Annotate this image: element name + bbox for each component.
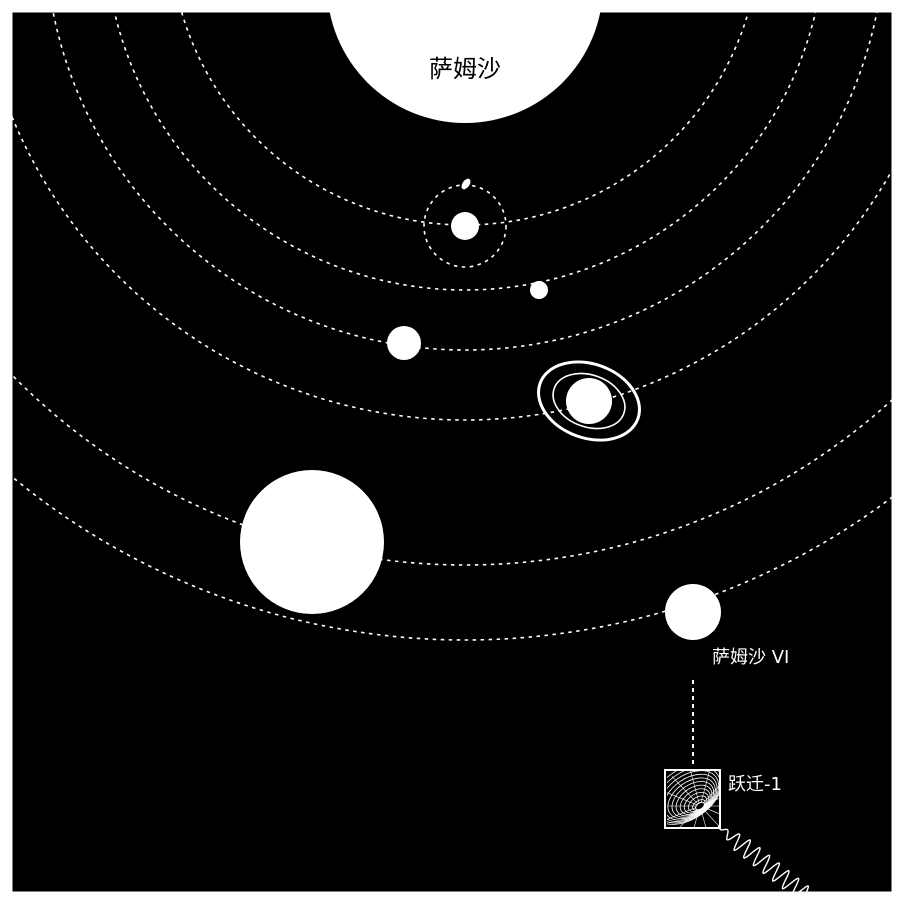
- vortex-ring: [671, 781, 714, 818]
- jump-point-vortex-icon: [667, 771, 719, 827]
- vortex-spoke: [703, 807, 719, 814]
- map-background: [12, 12, 892, 892]
- jump-trail: [717, 825, 810, 892]
- planet-4-inner-ring: [552, 372, 626, 430]
- planet-6[interactable]: [665, 584, 721, 640]
- vortex-ring: [667, 777, 716, 820]
- planet-3[interactable]: [387, 326, 421, 360]
- map-frame: [11, 11, 893, 893]
- vortex-ring: [667, 771, 719, 825]
- planet-6-label: 萨姆沙 VI: [712, 647, 789, 668]
- vortex-spoke: [703, 798, 719, 805]
- orbit-paths: [12, 12, 892, 641]
- planet-5[interactable]: [240, 470, 384, 614]
- vortex-spoke: [690, 771, 700, 804]
- vortex-spoke: [667, 792, 697, 805]
- planet-1[interactable]: [451, 212, 479, 240]
- planet-4-outer-ring: [537, 360, 641, 442]
- orbit-4: [12, 114, 892, 421]
- vortex-spoke: [700, 808, 707, 827]
- vortex-core: [695, 801, 705, 811]
- vortex-spoke: [702, 808, 719, 827]
- vortex-ring: [667, 773, 718, 821]
- vortex-ring: [667, 771, 719, 824]
- planet-4-group[interactable]: [527, 348, 650, 453]
- jump-point[interactable]: [640, 751, 745, 843]
- vortex-spoke: [700, 771, 710, 804]
- vortex-spoke: [702, 785, 719, 804]
- star[interactable]: [327, 0, 603, 123]
- star-label: 萨姆沙: [429, 55, 501, 83]
- vortex-ring: [667, 771, 719, 822]
- vortex-spoke: [671, 776, 698, 804]
- vortex-spoke: [667, 807, 697, 820]
- jump-point-label: 跃迁-1: [728, 774, 782, 795]
- planet-4[interactable]: [566, 378, 612, 424]
- vortex-spoke: [679, 808, 698, 827]
- moon[interactable]: [460, 177, 473, 191]
- planet-2[interactable]: [530, 281, 548, 299]
- vortex-spoke: [693, 808, 700, 827]
- orbit-6: [12, 475, 892, 641]
